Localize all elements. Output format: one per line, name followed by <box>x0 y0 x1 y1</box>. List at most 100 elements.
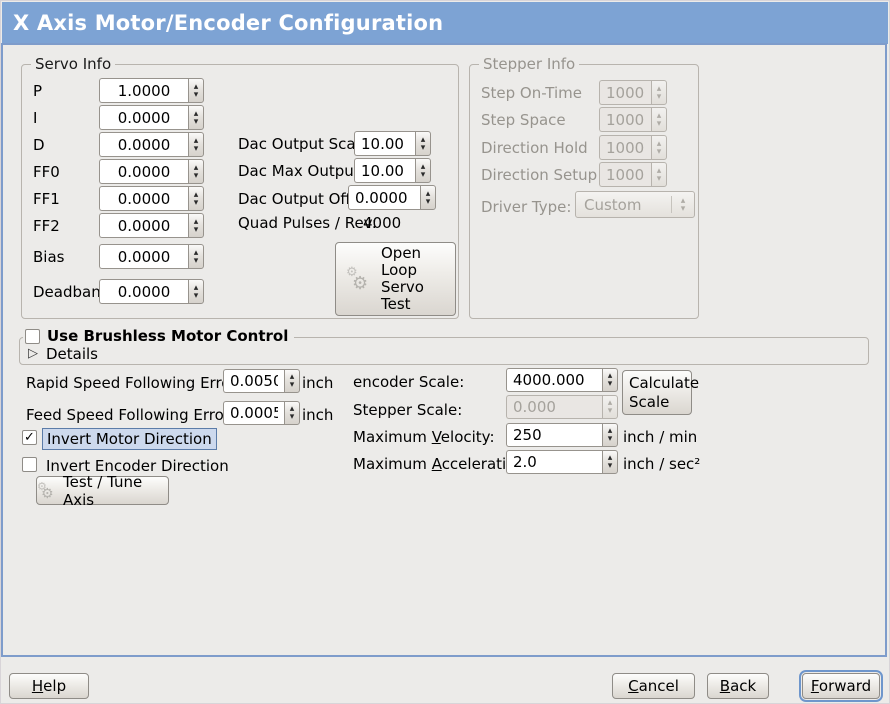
open-loop-servo-test-button[interactable]: ⚙ ⚙ Open Loop Servo Test <box>335 242 456 316</box>
encoder-scale-input[interactable] <box>506 368 602 392</box>
max-velocity-unit: inch / min <box>623 428 698 446</box>
deadband-spin-buttons[interactable]: ▴▾ <box>188 279 204 304</box>
spin-down-icon[interactable]: ▾ <box>607 434 613 444</box>
bias-spin-buttons[interactable]: ▴▾ <box>188 244 204 269</box>
max-velocity-input[interactable] <box>506 423 602 447</box>
back-button[interactable]: Back <box>707 673 769 699</box>
rapid-error-input[interactable] <box>223 369 284 393</box>
spin-up-icon[interactable]: ▴ <box>289 372 295 382</box>
spin-up-icon[interactable]: ▴ <box>193 135 199 146</box>
spin-up-icon[interactable]: ▴ <box>607 453 613 463</box>
i-input[interactable] <box>99 105 188 130</box>
dac-max-spin-buttons[interactable]: ▴▾ <box>415 158 431 183</box>
expander-arrow-icon[interactable]: ▷ <box>28 346 38 361</box>
ff2-spin-buttons[interactable]: ▴▾ <box>188 213 204 238</box>
p-input[interactable] <box>99 78 188 103</box>
rapid-error-unit: inch <box>302 374 334 392</box>
spin-up-icon[interactable]: ▴ <box>420 134 426 145</box>
gear-large-icon: ⚙ <box>352 273 369 294</box>
ff0-input[interactable] <box>99 159 188 184</box>
page-header: X Axis Motor/Encoder Configuration <box>2 2 888 44</box>
dac-max-output-input[interactable] <box>354 158 415 183</box>
feed-error-spinbox: ▴▾ <box>223 401 300 425</box>
acceleration-spin-buttons[interactable]: ▴▾ <box>602 450 618 474</box>
spin-up-icon[interactable]: ▴ <box>607 371 613 381</box>
spin-down-icon[interactable]: ▾ <box>193 290 199 301</box>
invert-encoder-label[interactable]: Invert Encoder Direction <box>46 457 229 475</box>
spin-up-icon[interactable]: ▴ <box>193 282 199 293</box>
spin-down-icon[interactable]: ▾ <box>607 379 613 389</box>
back-button-label: Back <box>719 677 757 695</box>
ff1-input[interactable] <box>99 186 188 211</box>
brushless-checkbox[interactable] <box>25 328 40 344</box>
spin-down-icon[interactable]: ▾ <box>289 412 295 422</box>
i-spin-buttons[interactable]: ▴▾ <box>188 105 204 130</box>
spin-down-icon[interactable]: ▾ <box>193 116 199 127</box>
dac-output-offset-spinbox: ▴▾ <box>348 185 436 210</box>
combo-down-icon: ▾ <box>680 203 686 214</box>
spin-up-icon[interactable]: ▴ <box>193 216 199 227</box>
spin-down-icon[interactable]: ▾ <box>193 143 199 154</box>
spin-down-icon[interactable]: ▾ <box>193 197 199 208</box>
ff0-spin-buttons[interactable]: ▴▾ <box>188 159 204 184</box>
dac-max-output-spinbox: ▴▾ <box>354 158 431 183</box>
ff2-input[interactable] <box>99 213 188 238</box>
stepper-info-frame <box>469 64 699 319</box>
dac-output-offset-input[interactable] <box>348 185 420 210</box>
calculate-scale-button[interactable]: Calculate Scale <box>622 370 699 415</box>
invert-motor-label[interactable]: Invert Motor Direction <box>42 428 217 450</box>
encoder-scale-spin-buttons[interactable]: ▴▾ <box>602 368 618 392</box>
bias-input[interactable] <box>99 244 188 269</box>
spin-down-icon[interactable]: ▾ <box>420 169 426 180</box>
spin-up-icon[interactable]: ▴ <box>193 162 199 173</box>
d-spin-buttons[interactable]: ▴▾ <box>188 132 204 157</box>
stepper-info-frame-title: Stepper Info <box>479 56 580 72</box>
d-input[interactable] <box>99 132 188 157</box>
spin-up-icon[interactable]: ▴ <box>193 189 199 200</box>
forward-button[interactable]: Forward <box>799 670 883 702</box>
spin-down-icon[interactable]: ▾ <box>425 196 431 207</box>
velocity-spin-buttons[interactable]: ▴▾ <box>602 423 618 447</box>
details-expander-label[interactable]: Details <box>46 345 99 363</box>
spin-up-icon[interactable]: ▴ <box>607 426 613 436</box>
invert-encoder-checkbox[interactable] <box>22 457 37 472</box>
spin-down-icon[interactable]: ▾ <box>193 89 199 100</box>
spin-down-icon[interactable]: ▾ <box>193 255 199 266</box>
spin-down-icon[interactable]: ▾ <box>193 224 199 235</box>
gear-small-icon: ⚙ <box>346 265 358 280</box>
spin-up-icon[interactable]: ▴ <box>420 161 426 172</box>
spin-up-icon[interactable]: ▴ <box>289 404 295 414</box>
rapid-spin-buttons[interactable]: ▴▾ <box>284 369 300 393</box>
help-button[interactable]: Help <box>9 673 89 699</box>
spin-up-icon[interactable]: ▴ <box>193 247 199 258</box>
spin-down-icon[interactable]: ▾ <box>289 380 295 390</box>
dac-output-offset-label: Dac Output Offset: <box>238 190 379 208</box>
max-acceleration-spinbox: ▴▾ <box>506 450 618 474</box>
spin-up-icon[interactable]: ▴ <box>193 81 199 92</box>
spin-down-icon: ▾ <box>656 146 662 157</box>
direction-hold-label: Direction Hold <box>481 139 588 157</box>
spin-down-icon[interactable]: ▾ <box>193 170 199 181</box>
spin-up-icon[interactable]: ▴ <box>425 188 431 199</box>
ff1-spin-buttons[interactable]: ▴▾ <box>188 186 204 211</box>
dac-offset-spin-buttons[interactable]: ▴▾ <box>420 185 436 210</box>
bias-spinbox: ▴▾ <box>99 244 204 269</box>
open-loop-button-label: Open Loop Servo Test <box>381 244 424 313</box>
test-tune-axis-button[interactable]: ⚙ ⚙ Test / Tune Axis <box>36 473 169 509</box>
feed-error-input[interactable] <box>223 401 284 425</box>
deadband-input[interactable] <box>99 279 188 304</box>
i-label: I <box>33 109 38 127</box>
spin-down-icon[interactable]: ▾ <box>420 142 426 153</box>
feed-spin-buttons[interactable]: ▴▾ <box>284 401 300 425</box>
spin-buttons-disabled: ▴▾ <box>651 135 667 160</box>
cancel-button[interactable]: Cancel <box>612 673 695 699</box>
max-acceleration-input[interactable] <box>506 450 602 474</box>
direction-setup-input <box>599 162 651 187</box>
spin-up-icon: ▴ <box>656 138 662 149</box>
dac-scale-spin-buttons[interactable]: ▴▾ <box>415 131 431 156</box>
dac-output-scale-input[interactable] <box>354 131 415 156</box>
invert-motor-checkbox[interactable]: ✓ <box>22 430 37 445</box>
spin-down-icon[interactable]: ▾ <box>607 461 613 471</box>
spin-up-icon[interactable]: ▴ <box>193 108 199 119</box>
p-spin-buttons[interactable]: ▴▾ <box>188 78 204 103</box>
